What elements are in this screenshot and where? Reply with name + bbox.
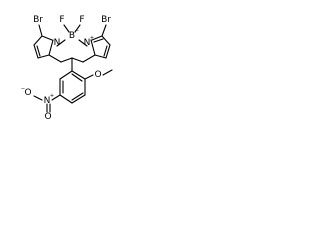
bond xyxy=(94,54,107,59)
bond xyxy=(71,92,84,101)
bond xyxy=(33,44,39,59)
bond xyxy=(59,94,73,104)
bond xyxy=(48,39,54,56)
bond xyxy=(36,45,41,57)
bond xyxy=(59,70,73,80)
bond xyxy=(82,54,96,63)
bond xyxy=(71,94,86,104)
charge-o-nitro-single: − xyxy=(21,86,25,92)
bond xyxy=(56,39,66,47)
bond-lines xyxy=(33,24,113,113)
atom-n-left: N xyxy=(54,38,61,48)
atom-labels: Br F F Br B − N N + O N + O − O xyxy=(21,15,111,122)
atom-br-left: Br xyxy=(33,15,43,25)
molecule-structure: Br F F Br B − N N + O N + O − O xyxy=(21,15,113,122)
atom-o-nitro-double: O xyxy=(44,112,51,122)
charge-n-nitro: + xyxy=(50,93,54,99)
bond xyxy=(90,39,96,56)
bond xyxy=(60,57,73,63)
atom-f-right: F xyxy=(79,15,84,25)
bond xyxy=(71,73,83,82)
atom-o-methoxy: O xyxy=(94,70,101,80)
atom-n-nitro: N xyxy=(44,96,51,106)
bond xyxy=(37,54,50,59)
bond xyxy=(103,45,108,57)
bond xyxy=(71,57,84,63)
bond xyxy=(101,24,107,37)
bond xyxy=(105,44,111,59)
atom-n-right: N xyxy=(84,38,91,48)
bond xyxy=(41,35,53,41)
atom-br-right: Br xyxy=(101,15,111,25)
bond xyxy=(93,38,104,43)
atom-f-left: F xyxy=(59,15,64,25)
bond xyxy=(63,24,70,33)
bond xyxy=(38,24,43,37)
charge-boron: − xyxy=(75,28,79,34)
atom-o-nitro-single: O xyxy=(24,88,31,98)
bond xyxy=(48,54,62,63)
bond xyxy=(71,70,86,80)
bond xyxy=(78,39,88,47)
atom-boron: B xyxy=(69,31,75,41)
bond xyxy=(101,35,111,46)
charge-n-right: + xyxy=(90,35,94,41)
bond xyxy=(51,94,61,101)
bond xyxy=(102,69,113,76)
bond xyxy=(33,95,43,101)
bond xyxy=(33,35,43,46)
bond xyxy=(91,35,103,41)
bond xyxy=(84,74,94,80)
bond xyxy=(74,24,81,33)
